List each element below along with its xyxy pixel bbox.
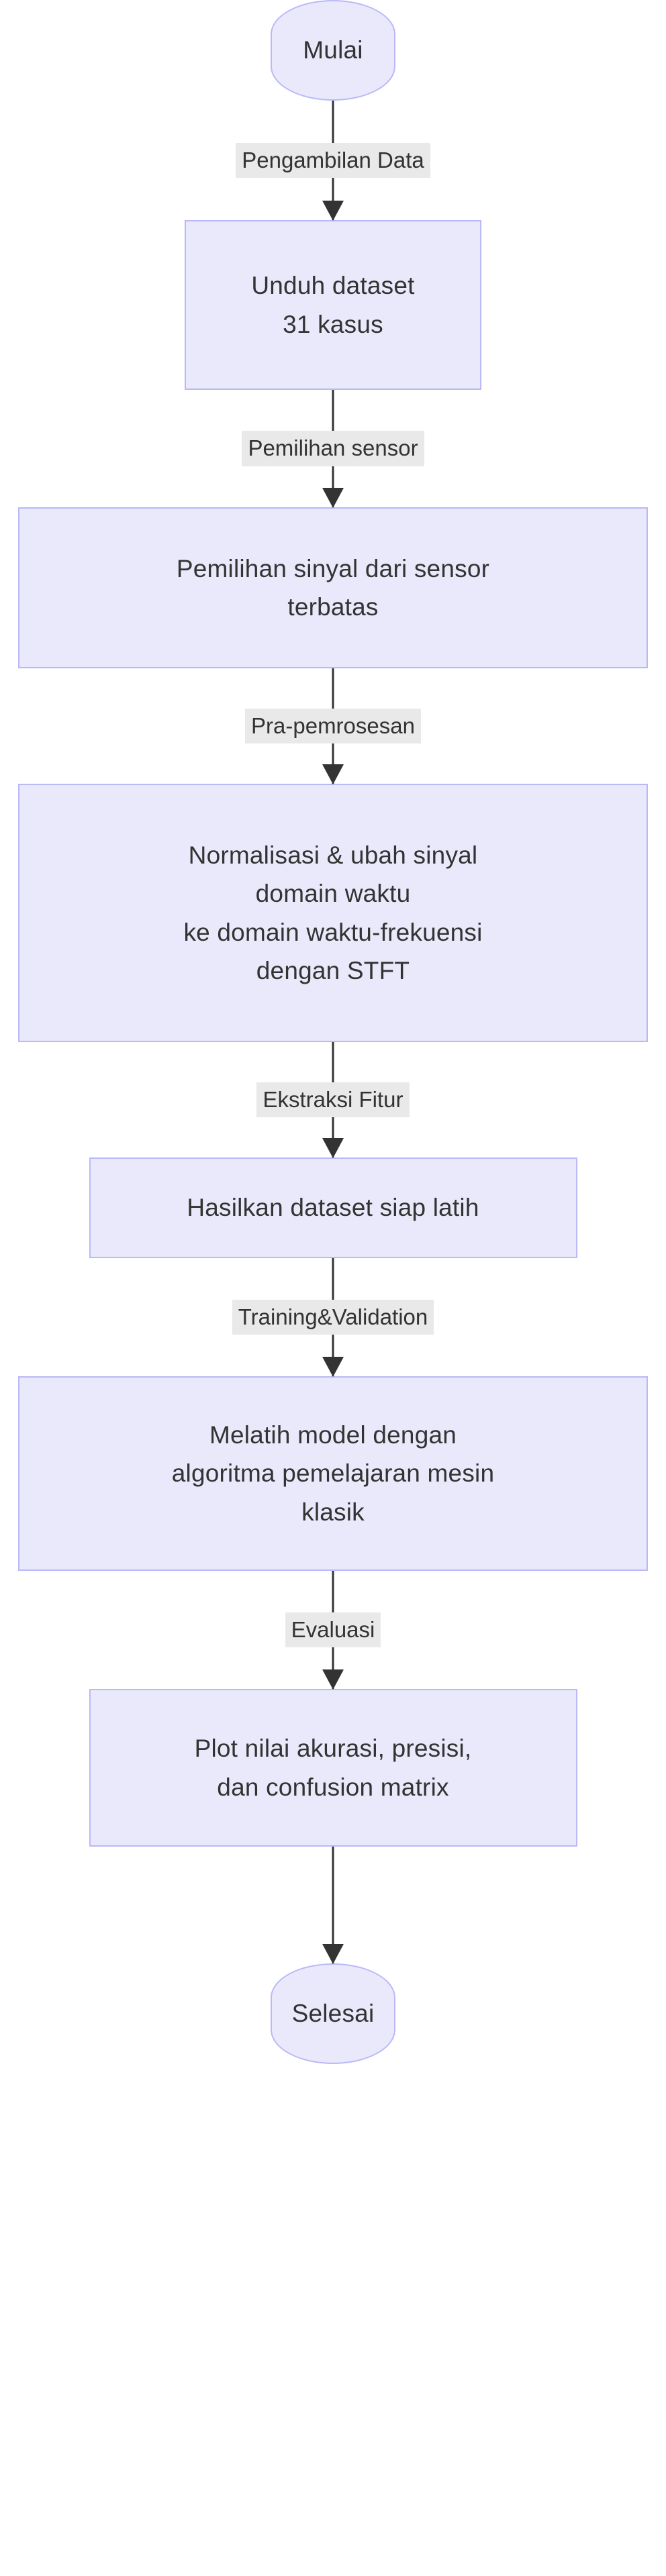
- edge-hasil-to-latih: Training&Validation: [0, 1258, 666, 1377]
- arrowhead-icon: [322, 1669, 344, 1690]
- node-pemilihan-sinyal-line-2: terbatas: [287, 593, 379, 621]
- node-melatih-model-line-2: algoritma pemelajaran mesin: [171, 1459, 495, 1488]
- edge-label-pra-pemrosesan: Pra-pemrosesan: [245, 708, 421, 744]
- edge-norm-to-hasil: Ekstraksi Fitur: [0, 1042, 666, 1158]
- edge-start-to-unduh: Pengambilan Data: [0, 101, 666, 221]
- node-normalisasi-stft-line-3: ke domain waktu-frekuensi: [183, 918, 483, 946]
- edge-label-pemilihan-sensor: Pemilihan sensor: [242, 431, 424, 466]
- edge-pilih-to-norm: Pra-pemrosesan: [0, 668, 666, 784]
- node-start-label: Mulai: [303, 36, 363, 64]
- node-plot-metrik-line-2: dan confusion matrix: [217, 1773, 449, 1801]
- node-hasilkan-dataset-line-1: Hasilkan dataset siap latih: [187, 1194, 479, 1222]
- node-plot-metrik[interactable]: Plot nilai akurasi, presisi, dan confusi…: [89, 1689, 577, 1847]
- arrowhead-icon: [322, 1357, 344, 1377]
- node-normalisasi-stft[interactable]: Normalisasi & ubah sinyal domain waktu k…: [18, 784, 648, 1042]
- edge-label-training-validation: Training&Validation: [232, 1299, 434, 1335]
- edge-plot-to-end: [0, 1847, 666, 1964]
- edge-label-pengambilan-data: Pengambilan Data: [236, 142, 430, 178]
- edge-label-evaluasi: Evaluasi: [285, 1612, 381, 1648]
- node-pemilihan-sinyal[interactable]: Pemilihan sinyal dari sensor terbatas: [18, 507, 648, 668]
- arrowhead-icon: [322, 1944, 344, 1964]
- node-normalisasi-stft-line-1: Normalisasi & ubah sinyal: [188, 841, 478, 869]
- node-plot-metrik-line-1: Plot nilai akurasi, presisi,: [194, 1735, 472, 1763]
- arrowhead-icon: [322, 201, 344, 221]
- node-start[interactable]: Mulai: [271, 0, 395, 101]
- node-end[interactable]: Selesai: [271, 1963, 395, 2064]
- node-melatih-model[interactable]: Melatih model dengan algoritma pemelajar…: [18, 1376, 648, 1571]
- node-pemilihan-sinyal-line-1: Pemilihan sinyal dari sensor: [176, 554, 490, 582]
- node-unduh-dataset-line-1: Unduh dataset: [251, 272, 415, 300]
- node-normalisasi-stft-line-4: dengan STFT: [256, 956, 410, 984]
- arrowhead-icon: [322, 1138, 344, 1158]
- edge-unduh-to-pilih: Pemilihan sensor: [0, 390, 666, 508]
- node-unduh-dataset-line-2: 31 kasus: [283, 310, 383, 338]
- node-hasilkan-dataset[interactable]: Hasilkan dataset siap latih: [89, 1157, 577, 1258]
- edge-label-ekstraksi-fitur: Ekstraksi Fitur: [256, 1082, 410, 1118]
- node-unduh-dataset[interactable]: Unduh dataset 31 kasus: [185, 220, 481, 390]
- edge-line: [332, 1847, 334, 1963]
- arrowhead-icon: [322, 764, 344, 784]
- node-melatih-model-line-3: klasik: [301, 1498, 365, 1526]
- node-normalisasi-stft-line-2: domain waktu: [255, 880, 411, 908]
- edge-latih-to-plot: Evaluasi: [0, 1571, 666, 1690]
- node-end-label: Selesai: [291, 2000, 375, 2028]
- arrowhead-icon: [322, 488, 344, 508]
- node-melatih-model-line-1: Melatih model dengan: [209, 1421, 457, 1449]
